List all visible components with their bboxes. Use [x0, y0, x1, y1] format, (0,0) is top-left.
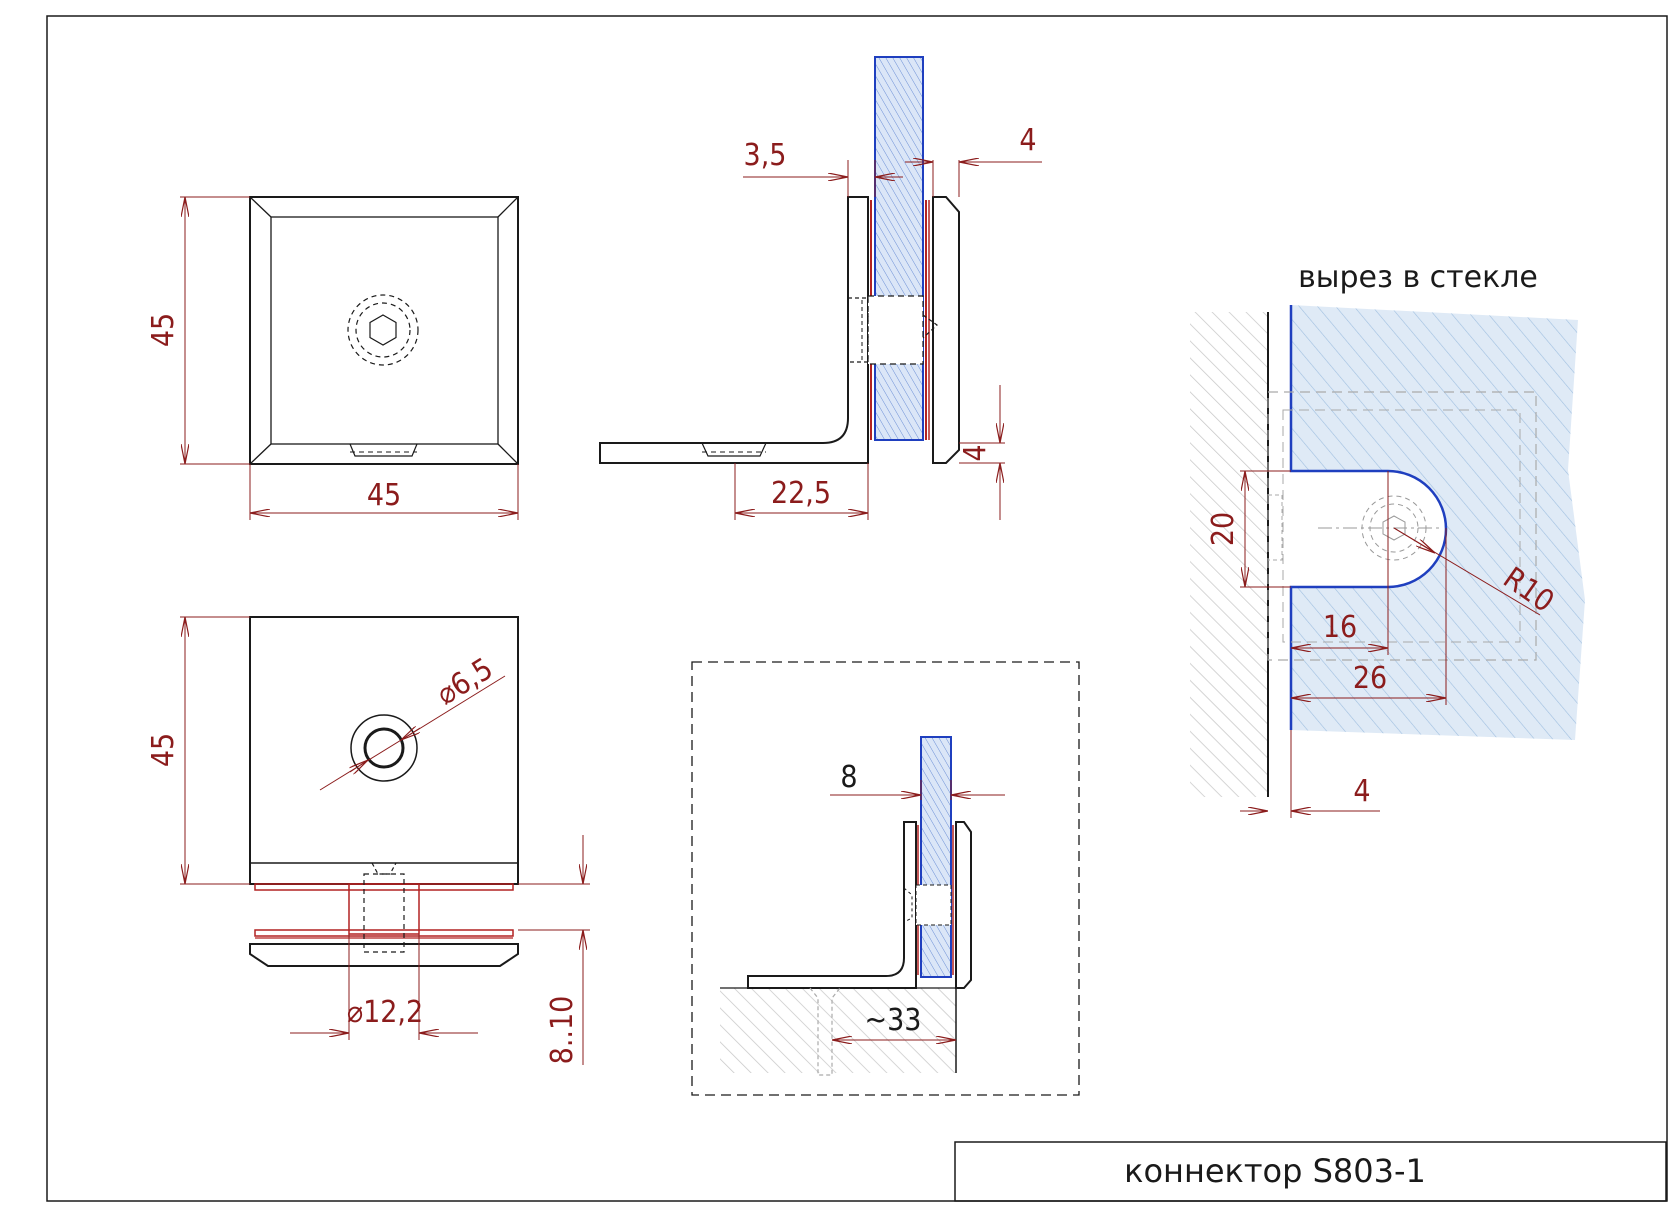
dim-inset-depth: ~33	[865, 1003, 922, 1038]
inset-dimensions	[830, 780, 1005, 1040]
front-view	[249, 196, 519, 465]
dim-inset-glass: 8	[840, 760, 857, 795]
dim-side-base-thickness: 4	[958, 444, 993, 461]
dim-bottom-glass-range: 8..10	[545, 996, 580, 1065]
dim-cut-depth-16: 16	[1323, 610, 1357, 645]
dim-side-base-width: 22,5	[771, 476, 831, 511]
inset-view	[691, 661, 1080, 1096]
dim-bottom-boss: ⌀12,2	[347, 995, 423, 1030]
dim-cut-offset: 4	[1353, 774, 1370, 809]
front-view-dimensions	[180, 196, 519, 520]
bottom-view-dimensions	[180, 616, 590, 1065]
dim-side-glass-gap: 3,5	[744, 138, 787, 173]
dim-cut-height: 20	[1206, 512, 1241, 546]
dim-bottom-hole: ⌀6,5	[431, 651, 500, 712]
bottom-view	[249, 616, 519, 967]
dim-top-width: 45	[367, 478, 401, 513]
cutout-label: вырез в стекле	[1298, 260, 1538, 295]
sheet-frame	[46, 15, 1668, 1202]
side-view	[599, 56, 960, 464]
side-view-dimensions	[734, 160, 1042, 520]
title-block-text: коннектор S803-1	[1124, 1152, 1426, 1190]
title-block: коннектор S803-1	[954, 1141, 1667, 1202]
dim-side-plate-thickness: 4	[1019, 123, 1036, 158]
cutout-view	[1190, 305, 1585, 797]
cutout-dimensions	[1240, 470, 1541, 818]
dim-cut-depth-26: 26	[1353, 661, 1387, 696]
dim-top-height: 45	[146, 313, 181, 347]
dim-bottom-height: 45	[146, 733, 181, 767]
